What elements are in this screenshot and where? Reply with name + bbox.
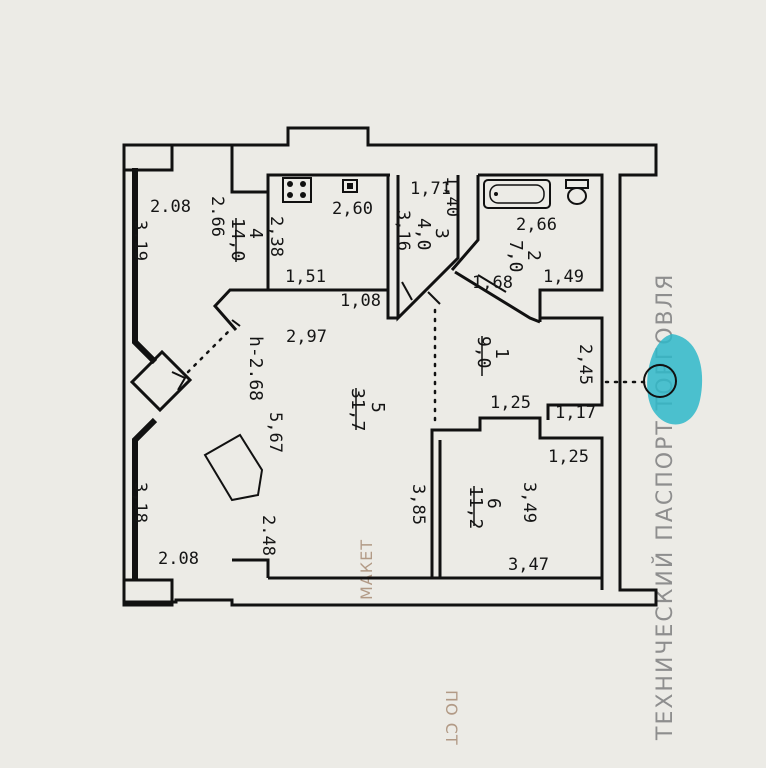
dim-1-17: 1,17: [555, 403, 596, 423]
corner-block-tl: [122, 143, 174, 172]
dim-2-97: 2,97: [286, 327, 327, 347]
wall-bathroom-diag: [454, 270, 541, 324]
room-4-number: 4: [245, 228, 266, 239]
room-4-area: 14,0: [227, 218, 248, 261]
dim-3-19: 3.19: [130, 220, 150, 261]
wall-bathroom-top: [478, 173, 604, 322]
door-swing-3: [477, 274, 507, 293]
room-1-area: 9,0: [473, 336, 494, 369]
dim-1-51: 1,51: [285, 267, 326, 287]
dim-2-08-bottom: 2.08: [158, 549, 199, 569]
background-watermark: ТЕХНИЧЕСКИЙ ПАСПОРТ ТОРГОВЛЯ МАКЕТ ПО СТ: [357, 273, 678, 746]
bathtub-icon: [483, 179, 551, 209]
dim-3-47: 3,47: [508, 555, 549, 575]
left-wall-lower: [132, 417, 158, 580]
room-5-area: 31,7: [347, 388, 368, 431]
dim-2-08-top: 2.08: [150, 197, 191, 217]
table-icon: [203, 433, 264, 502]
dim-2-60: 2,60: [332, 199, 373, 219]
room-1-number: 1: [491, 348, 512, 359]
location-marker-icon[interactable]: [643, 334, 703, 425]
wall-storage-right: [450, 175, 480, 271]
wall-mark-1: [231, 319, 241, 327]
dim-1-08: 1,08: [340, 291, 381, 311]
room-6-area: 11,2: [465, 486, 486, 529]
corner-block-bl: [122, 578, 174, 607]
wall-kitchen-right: [386, 175, 398, 320]
outer-wall-top: [122, 126, 658, 607]
toilet-icon: [565, 179, 589, 205]
wall-bottom-left: [232, 558, 270, 578]
room-2-number: 2: [523, 250, 544, 261]
bay-window: [129, 349, 193, 413]
wall-kitchen-left: [212, 192, 270, 331]
room-labels: 14,0 4 4,0 3 7,0 2 9,0 1 31,7 5 h-2.68 1…: [227, 218, 544, 529]
stove-icon: [282, 177, 312, 203]
left-wall: [132, 168, 158, 365]
sink-icon: [342, 179, 358, 193]
outer-walls: [122, 126, 658, 607]
dim-2-66-bath: 2,66: [516, 215, 557, 235]
dim-3-16: 3,16: [393, 210, 413, 251]
dimension-labels: 2.08 2.66 3.19 2,38 2,60 1,51 1,08 1,71 …: [130, 176, 596, 575]
room-3-number: 3: [431, 228, 452, 239]
dim-1-49: 1,49: [543, 267, 584, 287]
room-5-number: 5: [367, 402, 388, 413]
dim-3-85: 3,85: [408, 484, 428, 525]
divider-bay: [186, 330, 230, 374]
door-swing-1: [401, 281, 413, 301]
dim-5-67: 5,67: [265, 412, 285, 453]
watermark-bottom: ПО СТ: [442, 690, 461, 746]
room-6-number: 6: [483, 498, 504, 509]
dim-3-18: 3,18: [130, 482, 150, 523]
wall-hall: [540, 316, 604, 420]
wall-storage: [396, 175, 460, 322]
dim-1-25-a: 1,25: [490, 393, 531, 413]
door-swing-2: [427, 291, 441, 305]
room-3-area: 4,0: [413, 218, 434, 251]
dim-2-38: 2,38: [266, 216, 286, 257]
dim-1-71: 1,71: [410, 179, 451, 199]
inner-walls: [212, 145, 604, 590]
room-2-area: 7,0: [505, 240, 526, 273]
ceiling-height: h-2.68: [245, 336, 266, 401]
dim-1-25-b: 1,25: [548, 447, 589, 467]
dim-3-49: 3,49: [519, 482, 539, 523]
bay-window-inner: [171, 371, 187, 391]
wall-bedroom-top: [430, 416, 604, 590]
dim-1-68: 1,68: [472, 273, 513, 293]
watermark-center: МАКЕТ: [357, 539, 376, 600]
dim-2-45: 2,45: [575, 344, 595, 385]
dim-2-66: 2.66: [207, 196, 227, 237]
dim-2-48: 2.48: [258, 515, 278, 556]
dim-1-40: 1,40: [442, 176, 462, 217]
